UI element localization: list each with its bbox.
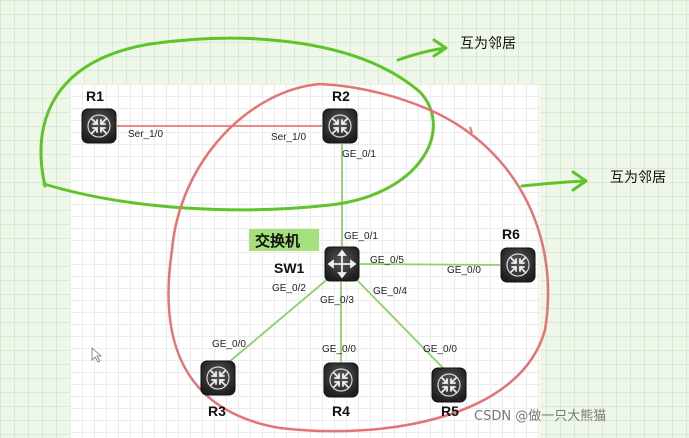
green-arrow-top (396, 38, 448, 62)
note-right-neighbors: 互为邻居 (610, 170, 666, 186)
green-arrow-right (520, 170, 588, 192)
port-r2-ser: Ser_1/0 (271, 132, 306, 143)
green-neighbor-circle (39, 36, 435, 212)
label-r4: R4 (332, 403, 350, 419)
port-r6-ge: GE_0/0 (447, 265, 481, 276)
router-r1-icon[interactable] (81, 108, 117, 144)
port-sw-to-r4: GE_0/3 (320, 295, 354, 306)
port-sw-to-r2: GE_0/1 (344, 231, 378, 242)
red-mark (469, 126, 473, 134)
port-r5-ge: GE_0/0 (423, 344, 457, 355)
port-r4-ge: GE_0/0 (322, 344, 356, 355)
router-r6-icon[interactable] (500, 247, 536, 283)
label-sw1: SW1 (274, 260, 305, 276)
port-r2-ge: GE_0/1 (342, 149, 376, 160)
port-r3-ge: GE_0/0 (212, 339, 246, 350)
label-r1: R1 (86, 88, 104, 104)
label-r2: R2 (332, 88, 350, 104)
router-r4-icon[interactable] (323, 362, 359, 398)
link-sw1-r5[interactable] (353, 276, 446, 371)
switch-sw1-icon[interactable] (324, 246, 360, 282)
cursor-icon (91, 347, 103, 363)
port-sw-to-r3: GE_0/2 (272, 283, 306, 294)
label-r5: R5 (441, 403, 459, 419)
link-sw1-r3[interactable] (221, 276, 331, 369)
link-sw1-r6[interactable] (359, 263, 501, 266)
label-r6: R6 (502, 226, 520, 242)
router-r5-icon[interactable] (431, 367, 467, 403)
router-r3-icon[interactable] (200, 360, 236, 396)
watermark: CSDN @做一只大熊猫 (474, 408, 606, 424)
port-sw-to-r6: GE_0/5 (370, 255, 404, 266)
topology-canvas (70, 84, 540, 438)
router-r2-icon[interactable] (322, 108, 358, 144)
note-top-neighbors: 互为邻居 (460, 36, 516, 52)
switch-tag: 交换机 (255, 232, 300, 250)
switch-tag-bg (249, 229, 319, 251)
label-r3: R3 (208, 403, 226, 419)
port-sw-to-r5: GE_0/4 (373, 286, 407, 297)
red-neighbor-circle (167, 82, 550, 433)
port-r1-ser: Ser_1/0 (128, 129, 163, 140)
